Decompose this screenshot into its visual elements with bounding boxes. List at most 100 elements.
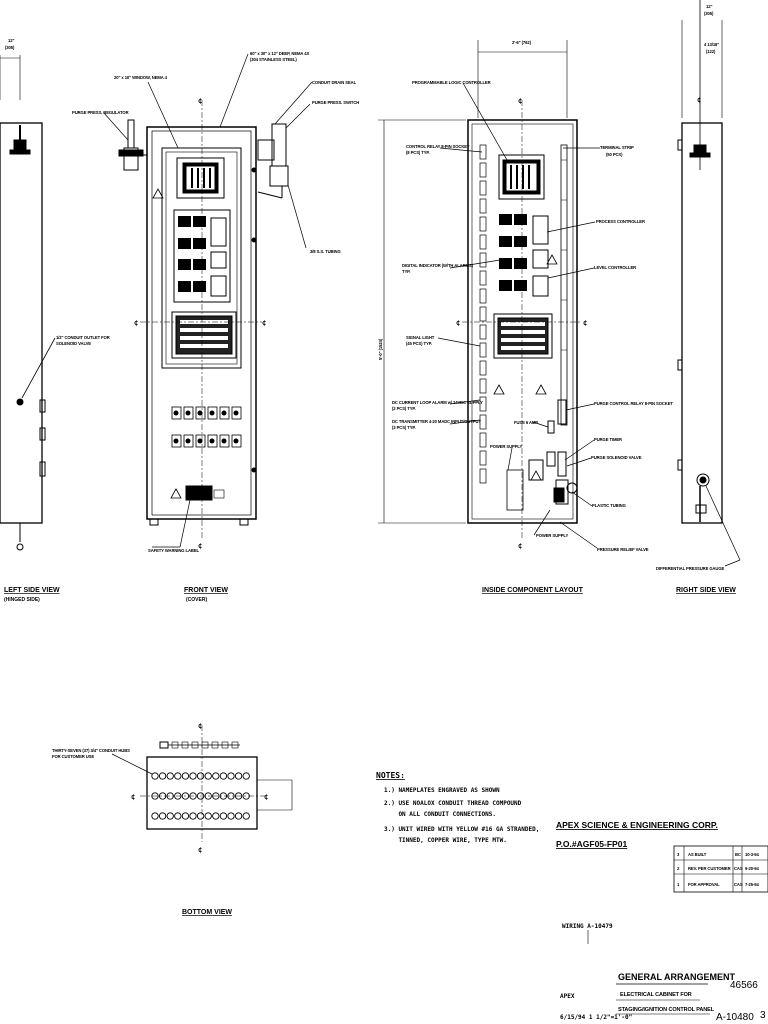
conduit-hub [158,812,167,820]
svg-text:¢: ¢ [198,722,202,730]
right-side-labels: 12" (305) 4 13/16" (122) DIFFERENTIAL PR… [656,4,725,571]
conduit-hub [174,772,182,780]
drawing-desc-2: STAGING/IGNITION CONTROL PANEL [618,1007,715,1013]
callout-conduit-outlet-2: SOLENOID VALVE [56,341,91,346]
callout-terminal-strip-2: (50 PCS) [606,152,623,157]
callout-plastic-tubing: PLASTIC TUBING [592,503,626,508]
callout-control-relay-2: (8 PCS) TYP. [406,150,430,155]
conduit-hub [158,772,167,780]
note-3: 3.) UNIT WIRED WITH YELLOW #16 GA STRAND… [384,826,539,833]
conduit-hub [227,812,235,820]
rev-3-num: 3 [677,852,680,857]
callout-enclosure-material: (304 STAINLESS STEEL) [250,57,297,62]
dim-width: 2'-6" (762) [512,40,532,45]
callout-plc: PROGRAMMABLE LOGIC CONTROLLER [412,80,491,85]
inside-layout [378,40,600,549]
callout-purge-relay: PURGE CONTROL RELAY 8-PIN SOCKET [594,401,673,406]
title-left-side-view: LEFT SIDE VIEW [4,587,60,594]
rev-3-by: BC [735,852,741,857]
conduit-hub [234,772,243,780]
conduit-hub [151,792,159,800]
callout-safety-label: SAFETY WARNING LABEL [148,548,200,553]
conduit-hub [242,772,250,780]
subtitle-front-view: (COVER) [186,597,207,603]
conduit-hub [189,772,197,780]
title-front-view: FRONT VIEW [184,587,228,594]
subtitle-left-side-view: (HINGED SIDE) [4,597,40,603]
callout-terminal-strip: TERMINAL STRIP [600,145,634,150]
svg-text:¢: ¢ [134,319,138,327]
rev-1-by: CAS [734,882,743,887]
conduit-hub [219,772,228,780]
note-3b: TINNED, COPPER WIRE, TYPE MTW. [384,837,507,844]
callout-dc-alarm: DC CURRENT LOOP ALARM w/ 24VDC SUPPLY [392,400,483,405]
callout-pressure-relief: PRESSURE RELIEF VALVE [597,547,649,552]
sheet-number: 3 [760,1010,766,1021]
callout-conduit-hubs-2: FOR CUSTOMER USE [52,754,94,759]
right-side-view: ¢ [677,0,741,567]
callout-enclosure: 60" x 30" x 12" DEEP, NEMA 4X [250,51,309,56]
callout-digital-indicator-2: TYP. [402,269,410,274]
svg-text:¢: ¢ [518,97,522,105]
svg-text:¢: ¢ [264,793,268,801]
note-1: 1.) NAMEPLATES ENGRAVED AS SHOWN [384,787,500,794]
conduit-hub [174,812,182,820]
svg-text:¢: ¢ [198,97,202,105]
rev-2-by: CAS [734,866,743,871]
notes-heading: NOTES: [376,771,405,780]
callout-ss-tubing: 3/8 S.S. TUBING [310,249,341,254]
callout-fuse: FUSE 6 AMP. [514,420,539,425]
note-2b: ON ALL CONDUIT CONNECTIONS. [384,811,496,818]
job-number: 46566 [730,980,758,991]
conduit-hub [219,812,228,820]
callout-purge-timer: PURGE TIMER [594,437,622,442]
conduit-hub [242,812,250,820]
dim-right-offset: 4 13/16" [704,42,719,47]
conduit-hub [181,812,190,820]
callout-digital-indicator: DIGITAL INDICATOR (W/TH ALARMS) [402,263,474,268]
conduit-hub [196,812,205,820]
dim-left-depth-mm: (305) [5,45,15,50]
conduit-hub [196,772,205,780]
front-view: ¢ ¢ ¢ ¢ [103,53,313,550]
callout-purge-switch: PURGE PRESS. SWITCH [312,100,359,105]
rev-2-desc: REV. PER CUSTOMER [688,866,731,871]
svg-text:¢: ¢ [131,793,135,801]
callout-dc-transmitter: DC TRANSMITTER 4-20 MADC INPUT/OUTPUT [392,419,481,424]
dim-height: 5'-0" (1524) [378,338,383,360]
title-block-text: APEX SCIENCE & ENGINEERING CORP. P.O.#AG… [556,820,766,1023]
callout-diff-gauge: DIFFERENTIAL PRESSURE GAUGE [656,566,724,571]
rev-3-desc: AS BUILT [688,852,707,857]
conduit-hub [166,812,174,820]
drawing-number: A-10480 [716,1012,754,1023]
callout-drain-seal: CONDUIT DRAIN SEAL [312,80,357,85]
front-view-callouts: 20" x 10" WINDOW, NEMA 4 60" x 30" x 12"… [56,51,359,553]
rev-3-date: 10-3-94 [745,852,760,857]
rev-2-num: 2 [677,866,680,871]
conduit-hub [204,812,212,820]
callout-conduit-outlet: 1/2" CONDUIT OUTLET FOR [56,335,110,340]
rev-1-date: 7-25-94 [745,882,760,887]
dim-right-offset-mm: (122) [706,49,716,54]
dim-left-depth: 12" [8,38,14,43]
rev-1-num: 1 [677,882,680,887]
conduit-hub [212,772,220,780]
callout-power-supply: POWER SUPPLY [490,444,522,449]
title-bottom-view: BOTTOM VIEW [182,909,232,916]
callout-level-controller: LEVEL CONTROLLER [594,265,636,270]
note-2: 2.) USE NOALOX CONDUIT THREAD COMPOUND [384,800,522,807]
callout-dc-transmitter-2: (3 PCS) TYP. [392,425,416,430]
rev-2-date: 9-20-94 [745,866,760,871]
wiring-ref: WIRING A-10479 [562,923,613,930]
rev-1-desc: FOR APPROVAL [688,882,720,887]
conduit-hub [151,772,159,780]
conduit-hub [181,772,190,780]
callout-control-relay: CONTROL RELAY 8-PIN SOCKET [406,144,470,149]
client-name: APEX [560,993,575,1000]
callout-conduit-hubs: THIRTY-SEVEN (37) 3/4" CONDUIT HUBS [52,748,130,753]
po-number: P.O.#AGF05-FP01 [556,839,627,849]
notes-block: NOTES: 1.) NAMEPLATES ENGRAVED AS SHOWN … [376,771,539,844]
dim-right-depth-mm: (305) [704,11,714,16]
conduit-hub [189,812,197,820]
